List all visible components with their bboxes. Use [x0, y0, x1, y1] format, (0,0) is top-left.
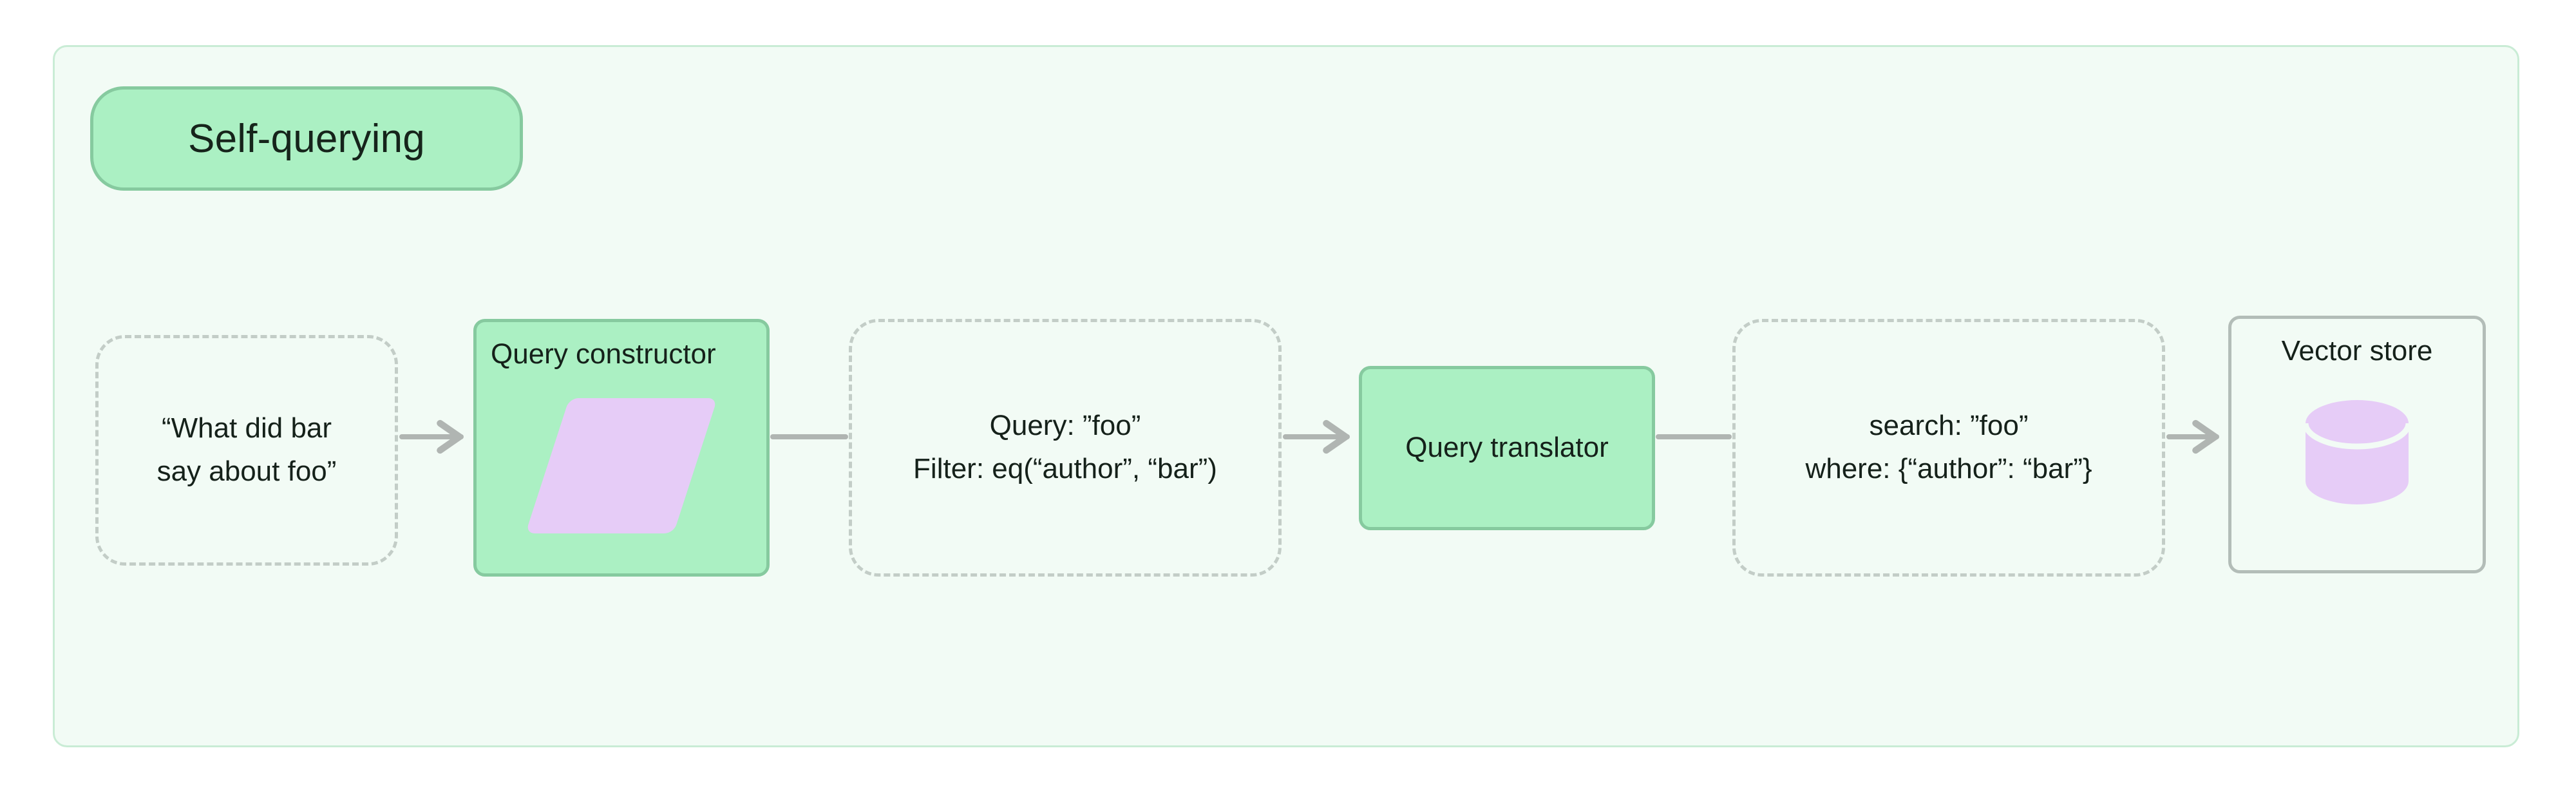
node-query-output-line-1: Query: ”foo” — [989, 410, 1141, 442]
node-vector-store[interactable]: Vector store — [2228, 316, 2486, 573]
database-cylinder-icon — [2231, 397, 2483, 507]
node-query-constructor-label: Query constructor — [491, 338, 716, 370]
node-query-constructor[interactable]: Query constructor — [473, 319, 770, 577]
node-search-output[interactable]: search: ”foo” where: {“author”: “bar”} — [1732, 319, 2165, 577]
subgraph-title: Self-querying — [90, 86, 523, 191]
node-query-output-line-2: Filter: eq(“author”, “bar”) — [913, 453, 1217, 484]
node-query-translator[interactable]: Query translator — [1359, 366, 1655, 530]
node-search-output-line-2: where: {“author”: “bar”} — [1805, 453, 2092, 484]
node-search-output-line-1: search: ”foo” — [1869, 410, 2029, 442]
node-vector-store-label: Vector store — [2281, 335, 2433, 367]
node-question[interactable]: “What did bar say about foo” — [95, 335, 398, 566]
node-question-line-2: say about foo” — [156, 455, 337, 487]
node-question-line-1: “What did bar — [161, 412, 332, 445]
node-query-output[interactable]: Query: ”foo” Filter: eq(“author”, “bar”) — [849, 319, 1282, 577]
node-query-translator-label: Query translator — [1405, 432, 1609, 464]
parallelogram-icon — [477, 398, 766, 533]
